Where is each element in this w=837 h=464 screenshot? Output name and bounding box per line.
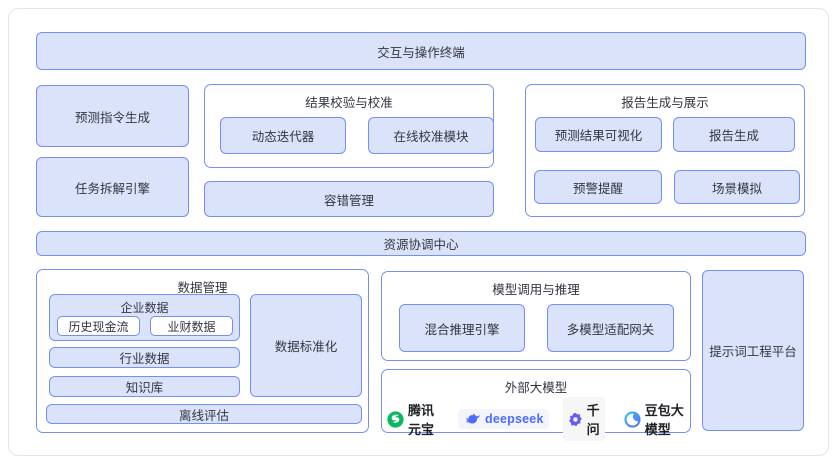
node-label: 数据标准化: [274, 340, 338, 354]
node-label: 离线评估: [178, 408, 229, 423]
group-title: 结果校验与校准: [305, 96, 393, 110]
node-label: 任务拆解引擎: [74, 181, 150, 196]
llm-logo-row: 腾讯元宝 deepseek: [382, 397, 690, 441]
node-warning-reminder: 预警提醒: [534, 170, 662, 204]
node-result-visualization: 预测结果可视化: [535, 117, 662, 152]
node-historical-cashflow: 历史现金流: [57, 316, 140, 336]
node-label: 在线校准模块: [393, 130, 469, 144]
node-online-calibration: 在线校准模块: [368, 117, 494, 154]
node-multimodel-gateway: 多模型适配网关: [547, 304, 674, 352]
node-label: 交互与操作终端: [377, 45, 465, 60]
node-hybrid-inference-engine: 混合推理引擎: [399, 304, 525, 352]
node-label: 报告生成: [708, 129, 759, 143]
logo-label: 豆包大模型: [644, 403, 684, 437]
node-label: 资源协调中心: [383, 238, 459, 252]
node-offline-evaluation: 离线评估: [46, 404, 362, 424]
node-data-standardization: 数据标准化: [250, 294, 362, 397]
group-external-llms: 外部大模型 腾讯元宝 deepseek: [381, 369, 691, 441]
node-report-generation: 报告生成: [673, 117, 795, 152]
group-model-inference: 模型调用与推理 混合推理引擎 多模型适配网关: [381, 271, 691, 361]
group-title: 外部大模型: [504, 381, 568, 395]
node-label: 场景模拟: [711, 181, 762, 196]
node-label: 历史现金流: [68, 319, 129, 334]
logo-doubao: 豆包大模型: [619, 397, 690, 441]
deepseek-icon: [463, 412, 481, 426]
node-business-finance-data: 业财数据: [150, 316, 233, 336]
node-label: 多模型适配网关: [566, 322, 655, 337]
subgroup-enterprise-data: 企业数据 历史现金流 业财数据: [49, 294, 240, 341]
node-dynamic-iterator: 动态迭代器: [220, 117, 346, 154]
node-task-decomposition: 任务拆解引擎: [36, 157, 189, 217]
doubao-icon: [624, 410, 641, 428]
node-label: 提示词工程平台: [709, 345, 797, 359]
node-label: 业财数据: [167, 319, 216, 334]
node-scenario-simulation: 场景模拟: [674, 170, 800, 204]
logo-qwen: 千问: [562, 397, 605, 441]
node-label: 预测指令生成: [74, 110, 150, 125]
logo-label: 千问: [586, 403, 600, 437]
node-interaction-terminal: 交互与操作终端: [36, 32, 806, 70]
node-resource-coordination: 资源协调中心: [36, 231, 806, 256]
diagram-canvas: 交互与操作终端 预测指令生成 任务拆解引擎 结果校验与校准 动态迭代器 在线校准…: [8, 8, 829, 456]
node-label: 行业数据: [119, 352, 170, 366]
logo-tencent-yuanbao: 腾讯元宝: [382, 397, 444, 441]
node-label: 混合推理引擎: [424, 322, 500, 337]
logo-deepseek: deepseek: [458, 409, 549, 429]
qwen-icon: [568, 412, 583, 427]
group-data-management: 数据管理 企业数据 历史现金流 业财数据 行业数据 知识库 数据标准化 离线评估: [36, 269, 369, 433]
group-title: 报告生成与展示: [621, 96, 709, 110]
subgroup-title: 企业数据: [120, 301, 169, 315]
node-label: 知识库: [125, 381, 164, 395]
group-title: 数据管理: [177, 281, 228, 295]
node-label: 容错管理: [323, 193, 374, 208]
tencent-yuanbao-icon: [387, 410, 404, 428]
logo-label: 腾讯元宝: [408, 403, 435, 437]
logo-label: deepseek: [485, 412, 544, 426]
node-knowledge-base: 知识库: [49, 376, 240, 397]
group-result-verification: 结果校验与校准 动态迭代器 在线校准模块: [204, 84, 494, 168]
node-prediction-instruction: 预测指令生成: [36, 85, 189, 147]
group-report-display: 报告生成与展示 预测结果可视化 报告生成 预警提醒 场景模拟: [525, 84, 805, 217]
node-industry-data: 行业数据: [49, 347, 240, 368]
node-label: 动态迭代器: [251, 130, 315, 144]
node-label: 预测结果可视化: [554, 129, 643, 143]
group-title: 模型调用与推理: [492, 283, 580, 297]
node-fault-tolerance: 容错管理: [204, 181, 494, 217]
node-label: 预警提醒: [572, 181, 623, 196]
node-prompt-engineering-platform: 提示词工程平台: [702, 270, 804, 431]
